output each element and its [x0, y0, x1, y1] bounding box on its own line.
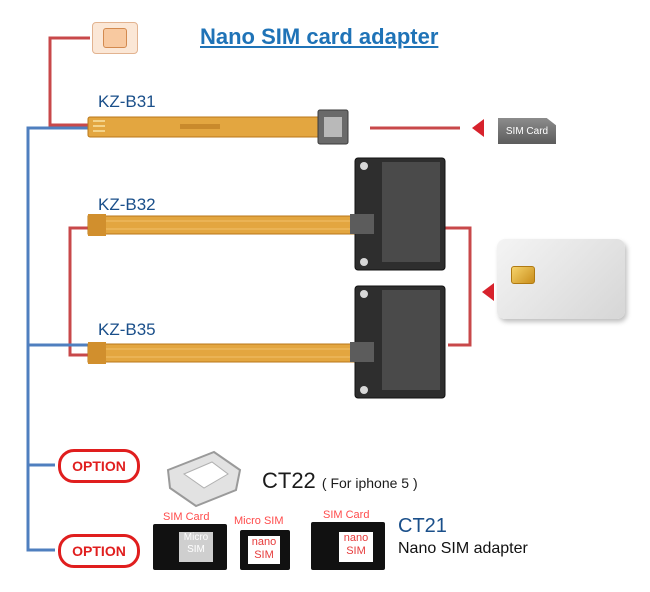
arrow-icon	[472, 119, 484, 137]
adapter-micro-to-nano: nano SIM	[240, 530, 290, 570]
ct21-description: Nano SIM adapter	[398, 540, 528, 557]
kz-b32-board	[350, 157, 446, 271]
adapter-2-inner-label: nano SIM	[248, 536, 280, 564]
sim-card-tag: SIM Card	[498, 118, 556, 144]
option-button-ct22[interactable]: OPTION	[58, 449, 140, 483]
option-button-ct21[interactable]: OPTION	[58, 534, 140, 568]
model-label-kz-b35: KZ-B35	[98, 320, 156, 339]
adapter-3-inner-label: nano SIM	[339, 532, 373, 562]
page-title: Nano SIM card adapter	[200, 24, 439, 49]
ct22-label: CT22 ( For iphone 5 )	[262, 468, 418, 494]
adapter-1-inner-label: Micro SIM	[179, 532, 213, 562]
ct21-code: CT21	[398, 515, 447, 537]
adapter-3-top-label: SIM Card	[323, 509, 370, 521]
ct22-note: ( For iphone 5 )	[321, 475, 418, 491]
adapter-sim-to-micro: Micro SIM	[153, 524, 227, 570]
arrow-icon	[482, 283, 494, 301]
kz-b35-board	[350, 285, 446, 399]
adapter-1-top-label: SIM Card	[163, 511, 210, 523]
ct22-code: CT22	[262, 468, 316, 493]
sim-card-icon	[92, 22, 138, 54]
adapter-sim-to-nano: nano SIM	[311, 522, 385, 570]
ct22-sim-tray	[166, 450, 242, 508]
red-connector-boards-card	[445, 226, 472, 347]
blue-connector-main	[26, 126, 88, 552]
smart-card-icon	[497, 239, 625, 319]
model-label-kz-b31: KZ-B31	[98, 92, 156, 111]
red-connector-b32-b35	[68, 226, 90, 357]
kz-b31-flex-cable	[87, 109, 349, 145]
chip-icon	[511, 266, 535, 284]
kz-b32-flex-cable	[87, 214, 359, 236]
adapter-2-top-label: Micro SIM	[234, 515, 284, 527]
kz-b35-flex-cable	[87, 342, 359, 364]
red-connector-sim-b31	[48, 36, 90, 127]
model-label-kz-b32: KZ-B32	[98, 195, 156, 214]
